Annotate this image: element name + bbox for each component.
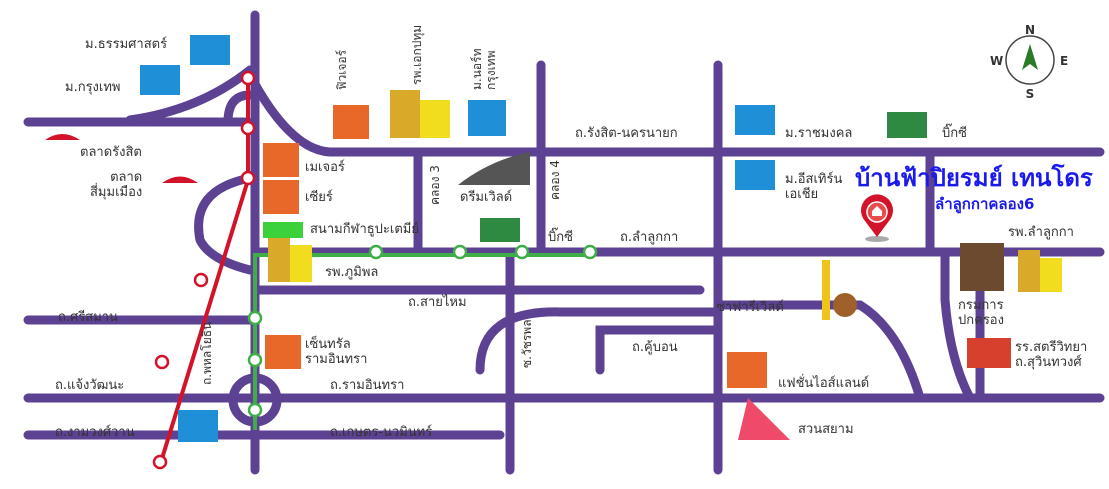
green-line-train <box>253 253 590 430</box>
svg-text:W: W <box>990 54 1003 68</box>
road-label-chaengwattana: ถ.แจ้งวัฒนะ <box>55 378 125 393</box>
label-safari-world: ซาฟารีเวิลด์ <box>716 300 784 315</box>
bigc-icon <box>480 218 520 242</box>
road-label-khubon: ถ.คู้บอน <box>632 340 678 355</box>
label-bigc: บิ๊กซี <box>942 126 967 141</box>
road-label-saimai: ถ.สายไหม <box>408 295 467 310</box>
label-satri-school: รร.สตรีวิทยา ถ.สุวินทวงศ์ <box>1015 340 1088 370</box>
label-dreamworld: ดรีมเวิลด์ <box>460 190 513 205</box>
label-rangsit-market: ตลาดรังสิต <box>80 145 142 160</box>
label-bangkok-u: ม.กรุงเทพ <box>65 80 121 95</box>
green-station <box>514 244 530 260</box>
red-station <box>240 170 256 186</box>
safari-animals-icon <box>822 260 857 320</box>
label-central-ramintra: เซ็นทรัล รามอินทรา <box>305 337 368 367</box>
road-curve-east <box>245 70 1105 157</box>
label-zeer: เซียร์ <box>305 190 333 205</box>
label-dopa: กรมการ ปกครอง <box>958 298 1004 328</box>
road-label-phahonyothin: ถ.พหลโยธิน <box>200 321 214 385</box>
road-label-ngamwongwan: ถ.งามวงศ์วาน <box>55 425 135 440</box>
road-curve-north <box>125 65 255 125</box>
green-station <box>247 352 263 368</box>
red-station <box>193 272 209 288</box>
compass-n: N <box>1025 23 1035 37</box>
market-umbrella-icon <box>45 134 198 183</box>
road-suwinthawong <box>940 247 975 403</box>
road-label-rangsit-nakhonnayok: ถ.รังสิต-นครนายก <box>575 126 678 141</box>
road-label-watcharapol: ซ.วัชรพล <box>520 319 534 368</box>
green-station <box>582 244 598 260</box>
project-title: บ้านฟ้าปิยรมย์ เทนโดร <box>855 164 1093 192</box>
bigc-icon <box>887 112 927 138</box>
dreamworld-icon <box>458 152 530 185</box>
red-station <box>154 354 170 370</box>
green-station <box>368 244 384 260</box>
label-eastern-asia: ม.อีสเทิร์น เอเชีย <box>785 172 843 202</box>
label-north-bangkok: ม.นอร์ท กรุงเทพ <box>470 48 498 91</box>
label-siam-park: สวนสยาม <box>798 422 854 437</box>
compass-icon: N E S W <box>990 23 1068 101</box>
stadium-icon <box>263 222 303 238</box>
road-label-ramintra: ถ.รามอินทรา <box>330 378 405 393</box>
government-building-icon <box>960 243 1004 291</box>
road-label-lamlukka: ถ.ลำลูกกา <box>620 230 679 245</box>
svg-text:E: E <box>1060 54 1068 68</box>
red-station <box>240 120 256 136</box>
label-fashion-island: แฟชั่นไอส์แลนด์ <box>778 376 870 391</box>
hospital-icons <box>268 90 1062 292</box>
label-bigc: บิ๊กซี <box>548 230 573 245</box>
school-icon <box>967 338 1011 368</box>
label-rajamangala: ม.ราชมงคล <box>785 126 853 141</box>
project-subtitle: ลำลูกกาคลอง6 <box>935 195 1035 213</box>
green-station <box>452 244 468 260</box>
road-label-khlong3: คลอง 3 <box>428 165 442 205</box>
road-loop-west <box>194 173 255 275</box>
siam-park-slide-icon <box>738 398 790 440</box>
mall-icons <box>263 105 767 388</box>
label-ekpathum: รพ.เอกปทุม <box>410 24 424 85</box>
svg-text:S: S <box>1026 87 1035 101</box>
green-station <box>247 402 263 418</box>
road-diag <box>713 300 925 403</box>
road-label-srisaman: ถ.ศรีสมาน <box>58 310 118 325</box>
road-curve-mid <box>475 307 723 375</box>
label-future: ฟิวเจอร์ <box>335 49 349 90</box>
university-icons <box>140 35 775 442</box>
road-label-khlong4: คลอง 4 <box>548 160 562 200</box>
label-simummuang-market: ตลาด สี่มุมเมือง <box>90 170 143 200</box>
road-label-kaset-nawamin: ถ.เกษตร-นวมินทร์ <box>330 425 433 440</box>
red-station <box>152 454 168 470</box>
location-pin-icon <box>861 194 893 242</box>
label-stadium: สนามกีฬาธูปะเตมีย์ <box>310 222 419 237</box>
red-station <box>240 70 256 86</box>
road-khubon <box>595 325 723 375</box>
label-lamlukka-hospital: รพ.ลำลูกกา <box>1008 225 1074 240</box>
label-major: เมเจอร์ <box>305 160 345 175</box>
green-station <box>247 310 263 326</box>
label-bhumibol: รพ.ภูมิพล <box>325 265 379 280</box>
label-thammasat: ม.ธรรมศาสตร์ <box>85 37 168 52</box>
